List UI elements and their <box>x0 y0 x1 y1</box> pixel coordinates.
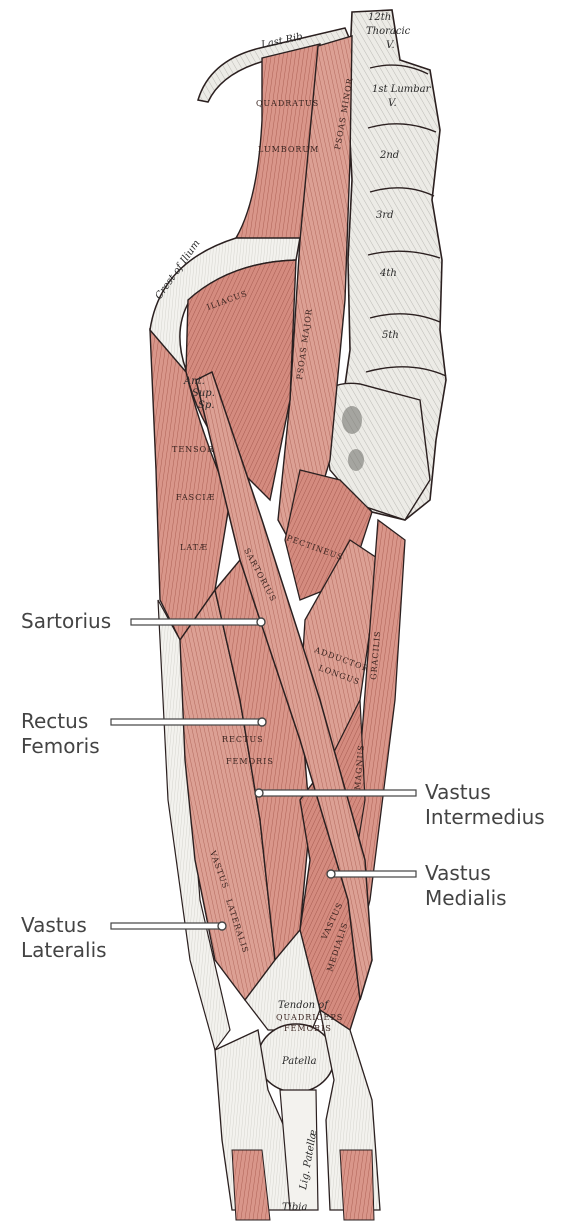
label-magnus: MAGNUS <box>353 744 366 790</box>
callout-vastus-intermedius-line1: Vastus <box>425 780 491 804</box>
label-v1: V. <box>386 40 395 51</box>
leader-dot-vastus-lateralis <box>217 921 227 931</box>
sartorius-muscle <box>195 370 373 1001</box>
label-patella: Patella <box>281 1056 317 1067</box>
label-thoracic: Thoracic <box>366 26 411 37</box>
label-tendon-of: Tendon of <box>278 1000 330 1011</box>
leader-dot-sartorius <box>256 617 266 627</box>
label-gracilis: GRACILIS <box>369 630 382 680</box>
label-quadratus: QUADRATUS <box>256 99 319 108</box>
label-4th: 4th <box>379 268 397 279</box>
iliacus-muscle <box>185 259 297 502</box>
label-rectus-art: RECTUS <box>222 735 264 744</box>
leader-dot-rectus-femoris <box>257 717 267 727</box>
label-5th: 5th <box>382 330 399 341</box>
leader-dot-vastus-medialis <box>326 869 336 879</box>
label-v2: V. <box>388 98 397 109</box>
label-tibia: Tibia <box>282 1202 307 1213</box>
label-femoris-tendon: FEMORIS <box>284 1024 332 1033</box>
leader-sartorius <box>130 618 260 626</box>
leader-vastus-intermedius <box>261 789 417 797</box>
label-lumborum: LUMBORUM <box>258 145 319 154</box>
label-ant: Ant. <box>183 376 205 387</box>
label-tensor: TENSOR <box>172 445 214 454</box>
callout-vastus-lateralis-line1: Vastus <box>21 913 87 937</box>
lower-leg-muscle-left <box>231 1149 271 1221</box>
leader-rectus-femoris <box>110 718 262 726</box>
callout-vastus-medialis-line1: Vastus <box>425 861 491 885</box>
label-latae: LATÆ <box>180 543 208 552</box>
label-12th: 12th <box>368 12 391 23</box>
callout-vastus-medialis-line2: Medialis <box>425 886 507 910</box>
label-2nd: 2nd <box>379 150 399 161</box>
leader-vastus-medialis <box>333 870 417 878</box>
label-quadriceps: QUADRICEPS <box>276 1013 343 1022</box>
label-1st-lumbar: 1st Lumbar <box>372 84 432 95</box>
lumbar-spine <box>319 9 447 521</box>
callout-rectus-femoris-line2: Femoris <box>21 734 100 758</box>
label-fasciae: FASCIÆ <box>176 493 215 502</box>
callout-vastus-intermedius-line2: Intermedius <box>425 805 545 829</box>
label-sup: Sup. <box>192 388 215 399</box>
callout-vastus-lateralis-line2: Lateralis <box>21 938 107 962</box>
leader-vastus-lateralis <box>110 922 221 930</box>
lower-leg-muscle-right <box>339 1149 375 1221</box>
label-femoris-art: FEMORIS <box>226 757 274 766</box>
label-sp: Sp. <box>198 400 214 411</box>
callout-rectus-femoris-line1: Rectus <box>21 709 88 733</box>
label-3rd: 3rd <box>376 210 394 221</box>
patellar-ligament <box>279 1089 319 1211</box>
callout-labels: Sartorius Rectus Femoris Vastus Intermed… <box>21 609 545 962</box>
callout-sartorius: Sartorius <box>21 609 111 633</box>
leader-dot-vastus-intermedius <box>254 788 264 798</box>
callout-leaders <box>110 617 417 931</box>
